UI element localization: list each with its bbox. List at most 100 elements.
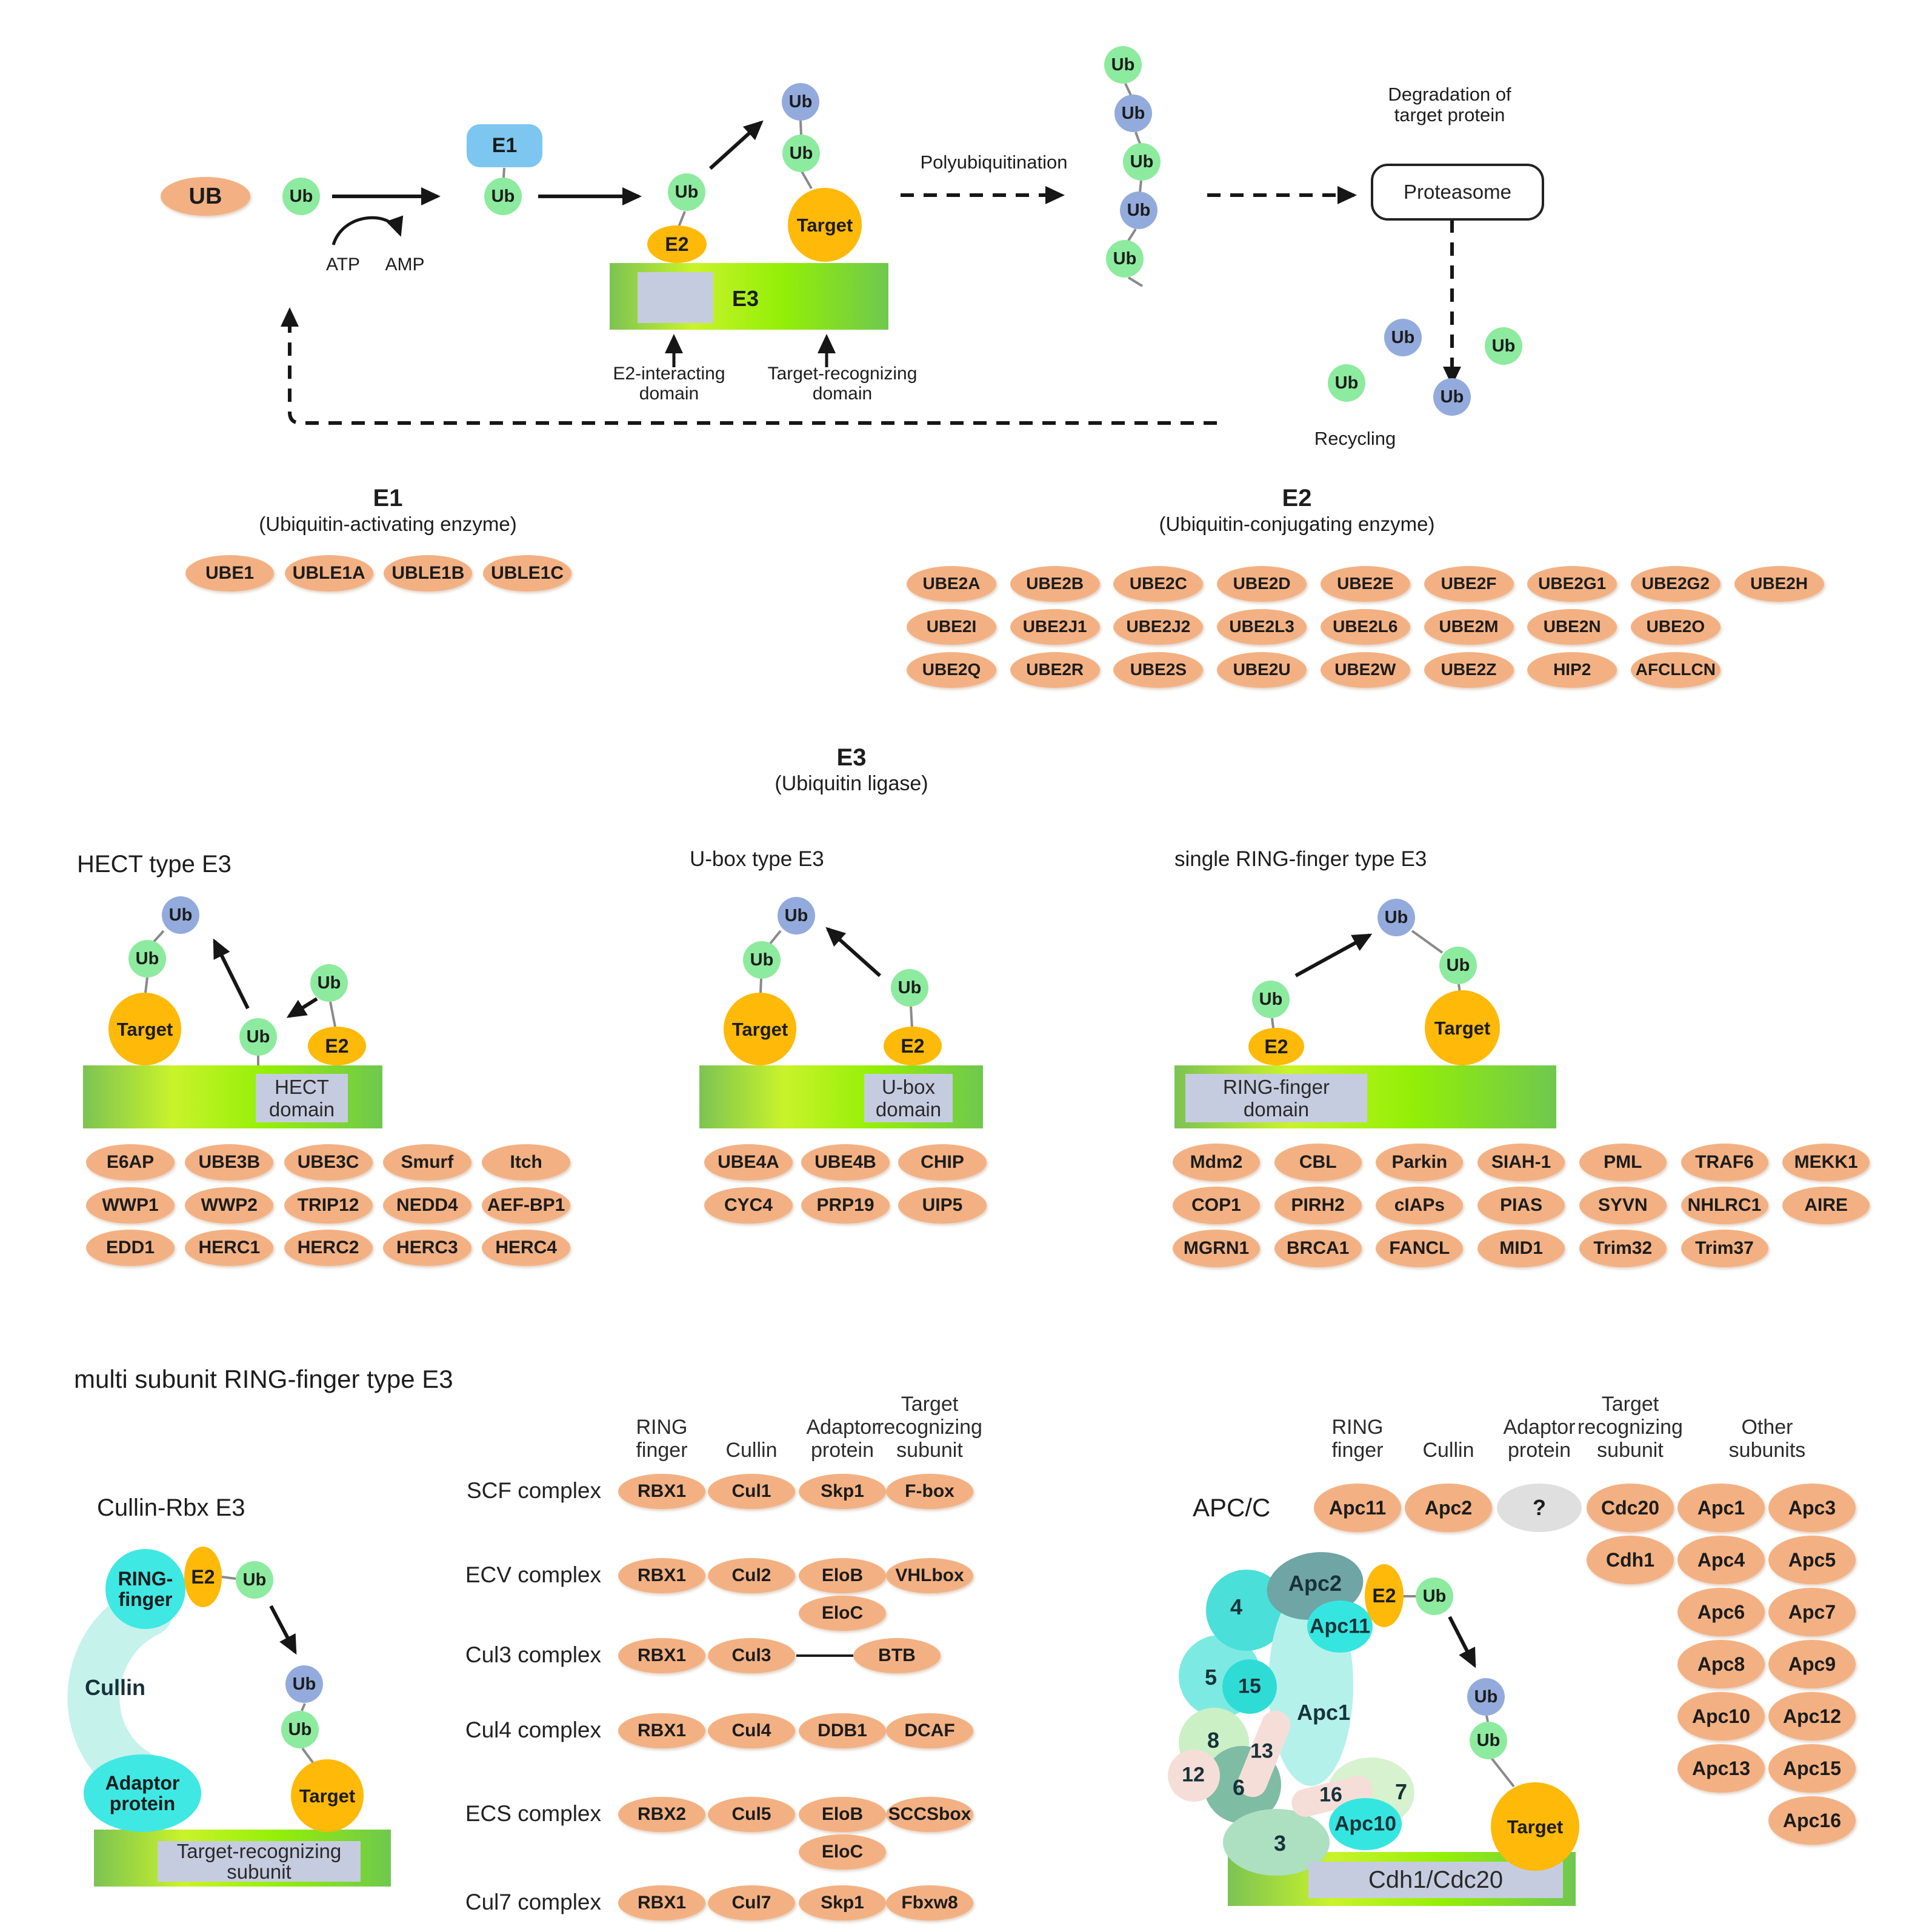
protein-ellipse: MGRN1: [1173, 1230, 1260, 1267]
protein-ellipse: Fbxw8: [886, 1885, 973, 1920]
apc-blob-label: 4: [1230, 1594, 1243, 1619]
protein-ellipse: Smurf: [382, 1144, 471, 1181]
hect-title: HECT type E3: [77, 851, 232, 878]
protein-ellipse: UBE2C: [1113, 565, 1204, 602]
apc-subunit: Apc9: [1768, 1640, 1856, 1688]
adaptor-line2: protein: [109, 1793, 176, 1814]
target-circle: Target: [1425, 990, 1500, 1065]
bar-label-line1: Target-recognizing: [176, 1839, 342, 1862]
protein-ellipse: UBE2F: [1424, 565, 1514, 602]
protein-ellipse: TRIP12: [284, 1187, 373, 1224]
protein-ellipse: UBE2N: [1527, 608, 1617, 645]
ubox-title: U-box type E3: [690, 847, 824, 871]
ubox-domain-box: U-box domain: [864, 1074, 953, 1122]
table-header-line: recognizing: [1577, 1416, 1683, 1439]
apc-subunit: Apc16: [1768, 1796, 1856, 1845]
protein-ellipse: HERC2: [284, 1230, 373, 1266]
protein-ellipse: AIRE: [1782, 1187, 1870, 1224]
recycling-label: Recycling: [1314, 428, 1396, 449]
table-header-line: Cullin: [1422, 1439, 1474, 1462]
cullin-label: Cullin: [85, 1675, 145, 1700]
protein-ellipse: UBE2I: [907, 608, 996, 645]
protein-ellipse: RBX1: [618, 1885, 705, 1920]
protein-ellipse: EloC: [799, 1834, 886, 1870]
protein-ellipse: UBE4B: [801, 1144, 890, 1181]
ring-domain-line2: domain: [1243, 1098, 1310, 1121]
protein-ellipse: DDB1: [799, 1713, 886, 1748]
complex-name: Cul4 complex: [465, 1717, 601, 1742]
protein-ellipse: SYVN: [1579, 1187, 1667, 1224]
complex-name: SCF complex: [466, 1478, 601, 1503]
table-header-line: Target: [1601, 1393, 1659, 1416]
e2-ellipse: E2: [308, 1027, 366, 1065]
protein-ellipse: PIAS: [1477, 1187, 1565, 1224]
ubiquitin-circle: Ub: [1123, 143, 1161, 181]
e2-domain-label-line2: domain: [639, 384, 699, 404]
apc-blob-shape: [1168, 1750, 1220, 1802]
table-header-line: recognizing: [877, 1416, 982, 1439]
protein-ellipse: AEF-BP1: [482, 1187, 571, 1224]
ubiquitin-circle: Ub: [285, 1665, 323, 1703]
proteasome-box: Proteasome: [1371, 164, 1544, 221]
ubiquitin-circle: Ub: [782, 83, 819, 121]
protein-ellipse: AFCLLCN: [1630, 651, 1720, 688]
table-header-line: Adaptor: [1503, 1416, 1576, 1439]
protein-ellipse: Cul7: [708, 1885, 795, 1920]
protein-ellipse: UBE2S: [1113, 651, 1204, 688]
ubiquitin-circle: Ub: [1114, 95, 1152, 132]
table-header-line: Other: [1741, 1416, 1793, 1439]
protein-ellipse: Itch: [482, 1144, 571, 1181]
atp-label: ATP: [325, 255, 361, 275]
apc-blob-label: Apc10: [1334, 1812, 1397, 1836]
protein-ellipse: NEDD4: [382, 1187, 471, 1224]
e2-domain-label-line1: E2-interacting: [613, 364, 725, 384]
apc-subunit: Apc3: [1768, 1484, 1856, 1532]
e2-interacting-domain-box: [638, 272, 713, 323]
protein-ellipse: Cul1: [708, 1474, 795, 1509]
cullin-rbx-title: Cullin-Rbx E3: [97, 1494, 245, 1521]
ubiquitin-circle: Ub: [1106, 240, 1144, 278]
ubiquitin-circle: Ub: [236, 1561, 273, 1599]
protein-ellipse: EloB: [799, 1558, 886, 1593]
ubiquitin-circle: Ub: [1252, 981, 1290, 1018]
e3-bar-label: E3: [732, 286, 759, 311]
target-recognizing-subunit-box: Target-recognizing subunit: [158, 1839, 361, 1882]
apc-subunit: Apc5: [1768, 1536, 1856, 1584]
table-header-line: finger: [1331, 1439, 1384, 1462]
ubiquitin-circle: Ub: [484, 178, 522, 215]
protein-ellipse: UBE3C: [284, 1144, 373, 1181]
ring-finger-ellipse: RING- finger: [105, 1549, 185, 1629]
e2-ellipse: E2: [884, 1027, 942, 1065]
table-header-line: RING: [636, 1416, 688, 1439]
protein-ellipse: HERC1: [185, 1230, 274, 1266]
protein-ellipse: UBE2L3: [1217, 608, 1307, 645]
ubiquitin-circle: Ub: [1377, 899, 1415, 936]
protein-ellipse: UBE2Z: [1424, 651, 1514, 688]
target-circle: Target: [1491, 1782, 1579, 1871]
complex-name: Cul7 complex: [465, 1890, 601, 1914]
protein-ellipse: UBE2D: [1217, 565, 1307, 602]
table-header-line: subunits: [1728, 1439, 1806, 1462]
ring-domain-line1: RING-finger: [1222, 1076, 1330, 1098]
degradation-label-line1: Degradation of: [1388, 84, 1511, 105]
protein-ellipse: UBE2R: [1010, 651, 1100, 688]
protein-ellipse: UBE2B: [1010, 565, 1100, 602]
table-header-line: RING: [1331, 1416, 1384, 1439]
apc-unknown-adaptor: ?: [1497, 1484, 1582, 1532]
apc-label: APC/C: [1193, 1493, 1271, 1522]
table-header-line: subunit: [1597, 1439, 1664, 1462]
protein-ellipse: HIP2: [1527, 651, 1617, 688]
e2-section-subtitle: (Ubiquitin-conjugating enzyme): [1159, 513, 1435, 535]
protein-ellipse: Trim32: [1579, 1230, 1667, 1267]
protein-ellipse: EDD1: [86, 1230, 175, 1266]
ubiquitin-circle: Ub: [778, 897, 815, 934]
protein-ellipse: PRP19: [801, 1187, 890, 1224]
apc-subunit: Cdh1: [1587, 1536, 1674, 1584]
protein-ellipse: HERC4: [482, 1230, 571, 1266]
target-circle: Target: [724, 993, 796, 1065]
protein-ellipse: BRCA1: [1274, 1230, 1362, 1267]
